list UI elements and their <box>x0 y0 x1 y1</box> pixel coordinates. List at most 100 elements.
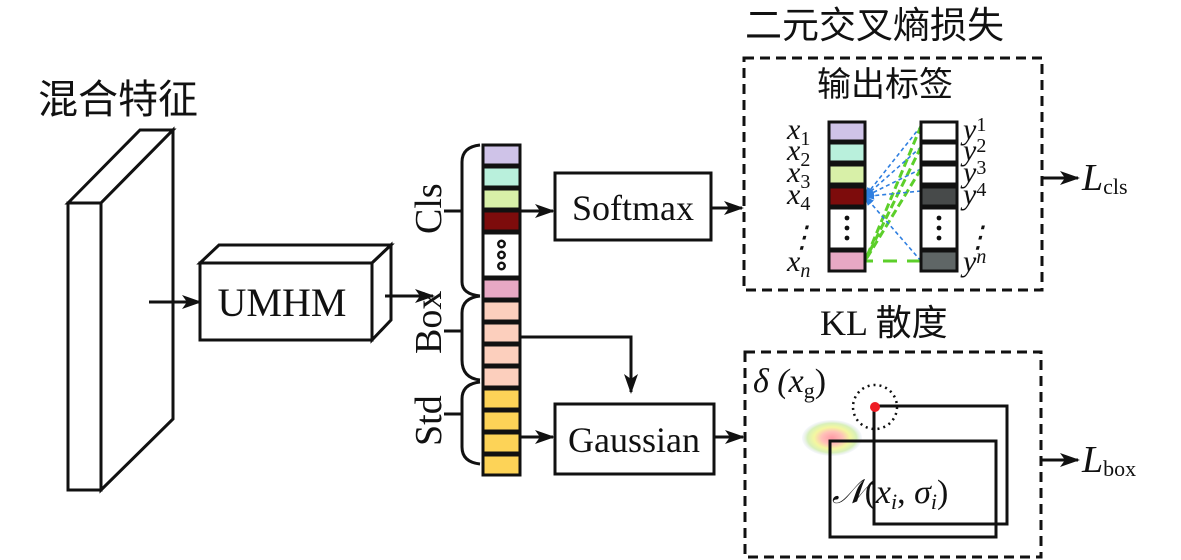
predicted-box <box>828 439 998 539</box>
kl-title: KL 散度 <box>820 303 948 343</box>
x-cell <box>827 185 867 208</box>
y-label: y4 <box>960 178 986 211</box>
gaussian-box <box>553 402 716 476</box>
brace-box <box>444 294 481 382</box>
blue-dashed-link <box>864 125 922 198</box>
arrow-box-to-gaussian <box>520 335 638 394</box>
cls-bracket-label: Cls <box>408 183 450 234</box>
lcls-base: L <box>1081 157 1103 199</box>
lbox-label: Lbox <box>1081 439 1136 481</box>
normal-comma: , <box>897 474 914 511</box>
umhm-side <box>370 241 393 344</box>
y-cell <box>919 163 959 186</box>
ground-truth-box <box>872 404 1009 526</box>
blue-dashed-link <box>864 190 922 200</box>
normal-ssub: i <box>931 489 937 514</box>
ellipsis-dot <box>497 250 506 260</box>
softmax-label: Softmax <box>572 188 694 228</box>
normal-sigma: σ <box>914 474 932 511</box>
green-dashed-link <box>863 146 923 262</box>
kl-panel <box>743 350 1043 559</box>
blue-dashed-link <box>864 195 922 262</box>
y-cell <box>919 120 959 143</box>
y-cell <box>919 141 959 164</box>
brace-cls <box>444 143 481 298</box>
green-dashed-link <box>863 168 923 262</box>
x-cell <box>827 163 867 186</box>
bce-title: 二元交叉熵损失 <box>745 4 1004 47</box>
kl-title-latin: KL 散度 <box>820 303 948 343</box>
delta-base: x <box>788 363 804 400</box>
ground-truth-point <box>870 402 880 412</box>
lcls-label: Lcls <box>1081 157 1128 199</box>
normal-x: x <box>875 474 891 511</box>
ellipsis-dot <box>497 261 506 271</box>
y-label: y1 <box>960 113 986 146</box>
lbox-sub: box <box>1103 456 1136 481</box>
feature-cell-std <box>481 431 522 455</box>
x-cell <box>827 120 867 143</box>
brace-std <box>444 380 481 466</box>
y-label: yn <box>960 245 986 278</box>
x-cell <box>827 141 867 164</box>
ellipsis-dot <box>497 239 506 249</box>
feature-cell-cls <box>481 277 522 301</box>
ellipsis-dot <box>936 225 942 231</box>
feature-cell-cls <box>481 209 522 233</box>
ellipsis-dot <box>936 215 942 221</box>
y-label: y2 <box>960 134 986 167</box>
delta-suffix: ) <box>815 363 826 400</box>
feature-cell-box <box>481 299 522 323</box>
x-label: x4 <box>786 178 810 215</box>
umhm-module: UMHM <box>196 241 395 344</box>
feature-cell-cls <box>481 187 522 211</box>
x-label: x1 <box>786 113 810 150</box>
ellipsis-dot <box>844 225 850 231</box>
y-cell <box>919 185 959 208</box>
x-label: xn <box>786 245 810 282</box>
lcls-sub: cls <box>1103 174 1127 199</box>
x-label: x2 <box>786 134 810 171</box>
y-label: y3 <box>960 156 986 189</box>
normal-open: ( <box>865 474 876 511</box>
mixed-feature-label: 混合特征 <box>38 77 198 123</box>
x-label: x3 <box>786 156 810 193</box>
mixed-feature-block: 混合特征 <box>38 77 198 494</box>
normal-xsub: i <box>891 489 897 514</box>
ellipsis-dot <box>844 235 850 241</box>
softmax-box <box>553 171 713 242</box>
feature-block-front <box>66 201 103 492</box>
feature-cell-cls <box>481 165 522 189</box>
bce-panel-title: 输出标签 <box>817 65 953 105</box>
gaussian-label: Gaussian <box>568 420 700 460</box>
y-cell <box>919 249 959 273</box>
feature-vector <box>481 143 522 477</box>
umhm-label: UMHM <box>218 280 347 325</box>
x-label: ⋮ <box>787 221 817 254</box>
feature-cell-std <box>481 453 522 477</box>
gaussian-distribution-blob <box>802 420 862 456</box>
box-bracket-label: Box <box>408 291 450 354</box>
feature-cell-std <box>481 409 522 433</box>
delta-label: δ (xg) <box>753 363 826 403</box>
ellipsis-dot <box>844 215 850 221</box>
feature-cell-box <box>481 321 522 345</box>
y-label: ⋮ <box>963 221 993 254</box>
feature-cell-std <box>481 387 522 411</box>
umhm-top <box>196 243 395 265</box>
lbox-base: L <box>1081 439 1103 481</box>
std-bracket-label: Std <box>408 395 450 446</box>
bce-panel <box>742 56 1044 292</box>
blue-dashed-link <box>864 146 922 198</box>
feature-cell-box <box>481 365 522 389</box>
normal-close: ) <box>937 474 948 511</box>
normal-label: 𝒩(xi, σi) <box>832 474 948 514</box>
delta-sub: g <box>804 378 815 403</box>
feature-cell-cls <box>481 143 522 167</box>
umhm-front <box>198 261 374 342</box>
x-cell <box>827 249 867 273</box>
feature-cell-box <box>481 343 522 367</box>
ellipsis-dot <box>936 235 942 241</box>
